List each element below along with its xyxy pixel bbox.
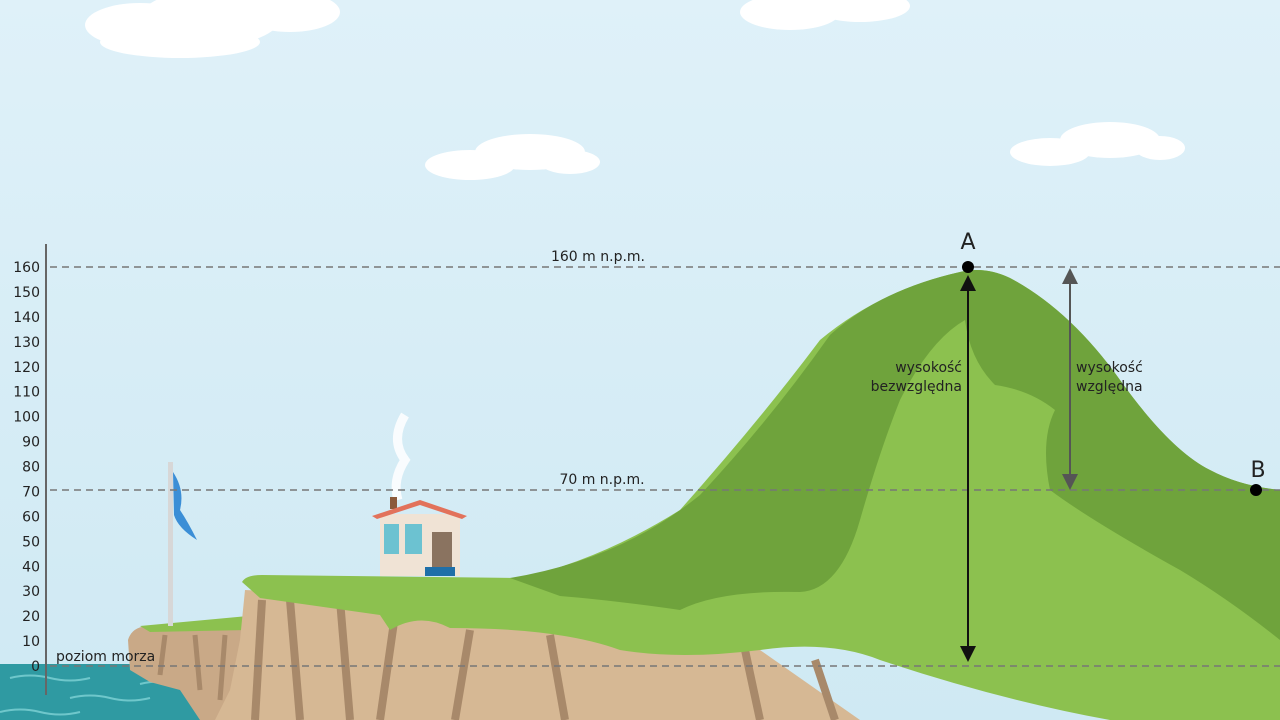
cloud — [425, 134, 600, 180]
absolute-height-label-line2: bezwzględna — [871, 379, 962, 395]
low-cliff-grass — [140, 616, 248, 632]
axis-tick-label: 130 — [13, 335, 40, 351]
axis-tick-label: 10 — [22, 634, 40, 650]
main-cliff — [215, 590, 860, 720]
house — [372, 412, 467, 576]
axis-tick-label: 50 — [22, 534, 40, 550]
axis-tick-label: 150 — [13, 285, 40, 301]
house-window — [405, 524, 422, 554]
cloud — [1010, 122, 1185, 166]
axis-tick-label: 80 — [22, 460, 40, 476]
axis-ticks: 0 10 20 30 40 50 60 70 80 90 100 110 120 130 140 150 160 — [13, 260, 40, 675]
point-a-label: A — [960, 230, 975, 255]
house-door — [432, 532, 452, 567]
axis-tick-label: 90 — [22, 435, 40, 451]
hill-dark — [510, 270, 1280, 640]
house-roof — [372, 500, 467, 519]
axis-tick-label: 40 — [22, 559, 40, 575]
flag-pole — [168, 462, 173, 626]
axis-tick-label: 120 — [13, 360, 40, 376]
axis-tick-label: 140 — [13, 310, 40, 326]
chimney-smoke — [391, 412, 411, 502]
main-cliff-strata — [251, 599, 839, 720]
axis-tick-label: 100 — [13, 410, 40, 426]
axis-tick-label: 70 — [22, 484, 40, 500]
axis-tick-label: 0 — [31, 659, 40, 675]
relative-height-label-line2: względna — [1076, 379, 1143, 395]
point-b-marker — [1250, 484, 1262, 496]
axis-tick-label: 110 — [13, 385, 40, 401]
axis-tick-label: 30 — [22, 584, 40, 600]
chimney — [390, 497, 397, 509]
reference-label-70: 70 m n.p.m. — [559, 472, 644, 488]
flag — [173, 472, 197, 540]
axis-tick-label: 20 — [22, 609, 40, 625]
point-a-marker — [962, 261, 974, 273]
relative-height-label-line1: wysokość — [1076, 360, 1143, 376]
cloud — [740, 0, 910, 30]
clouds — [85, 0, 1185, 180]
low-cliff-strata — [157, 634, 228, 701]
reference-label-160: 160 m n.p.m. — [551, 249, 645, 265]
axis-tick-label: 60 — [22, 509, 40, 525]
house-step — [425, 567, 455, 576]
axis-tick-label: 160 — [13, 260, 40, 276]
house-window — [384, 524, 399, 554]
sea-level-label: poziom morza — [56, 649, 155, 665]
absolute-height-label-line1: wysokość — [895, 360, 962, 376]
cloud — [85, 0, 340, 58]
point-b-label: B — [1250, 458, 1265, 483]
